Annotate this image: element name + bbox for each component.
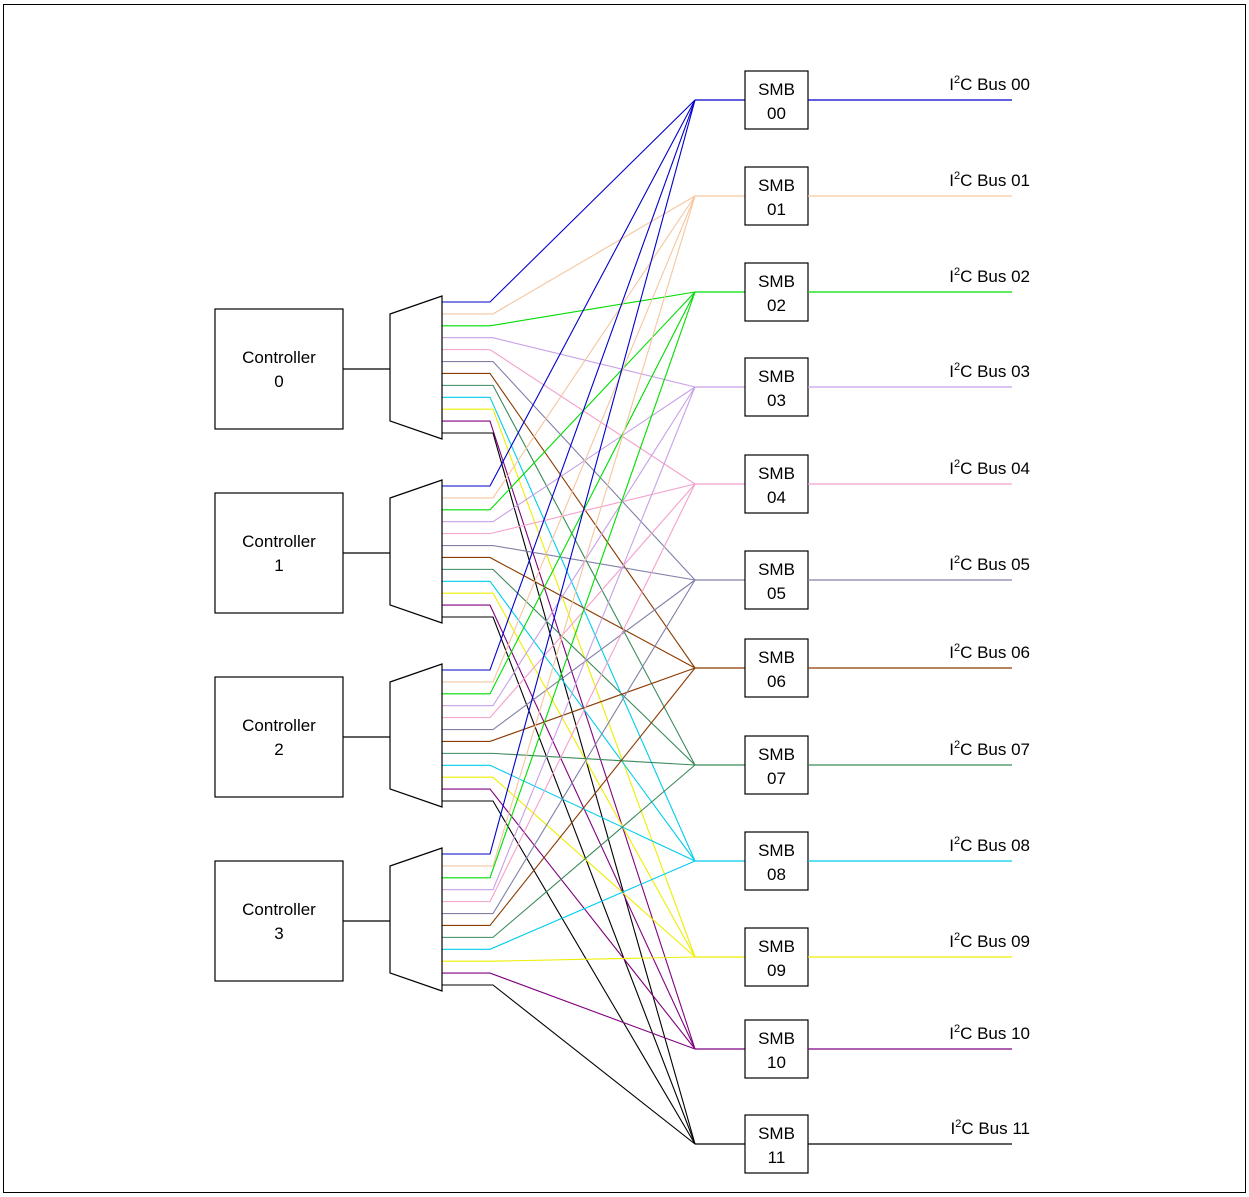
smb-label-line2: 03 — [767, 391, 786, 410]
bus-label-10: I2C Bus 10 — [949, 1023, 1030, 1043]
bus-label-02: I2C Bus 02 — [949, 266, 1030, 286]
smb-label-line1: SMB — [758, 367, 795, 386]
wire-c3-smb7 — [442, 765, 695, 937]
wire-c3-smb2 — [442, 292, 695, 878]
smb-label-line2: 06 — [767, 672, 786, 691]
smb-label-line1: SMB — [758, 648, 795, 667]
smb-08: SMB 08 — [695, 832, 808, 890]
smb-09: SMB 09 — [695, 928, 808, 986]
smb-label-line2: 08 — [767, 865, 786, 884]
bus-label-08: I2C Bus 08 — [949, 835, 1030, 855]
controller-box — [215, 677, 343, 797]
mux-2 — [390, 664, 442, 807]
smb-label-line1: SMB — [758, 80, 795, 99]
wire-c3-smb8 — [442, 861, 695, 949]
bus-label-04: I2C Bus 04 — [949, 458, 1030, 478]
wire-c0-smb1 — [442, 196, 695, 314]
wire-c2-smb1 — [442, 196, 695, 682]
smb-label-line1: SMB — [758, 176, 795, 195]
wire-c0-smb10 — [442, 421, 695, 1049]
smb-07: SMB 07 — [695, 736, 808, 794]
mux-1 — [390, 480, 442, 623]
controller-label-line1: Controller — [242, 716, 316, 735]
controller-layer: Controller0Controller1Controller2Control… — [215, 309, 390, 981]
smb-10: SMB 10 — [695, 1020, 808, 1078]
controller-box — [215, 309, 343, 429]
controller-1: Controller 1 — [215, 493, 390, 613]
smb-06: SMB 06 — [695, 639, 808, 697]
bus-label-01: I2C Bus 01 — [949, 170, 1030, 190]
controller-2: Controller 2 — [215, 677, 390, 797]
wire-c0-smb6 — [442, 373, 695, 668]
bus-label-05: I2C Bus 05 — [949, 554, 1030, 574]
bus-label-06: I2C Bus 06 — [949, 642, 1030, 662]
smb-label-line1: SMB — [758, 937, 795, 956]
controller-label-line1: Controller — [242, 348, 316, 367]
smb-label-line2: 04 — [767, 488, 786, 507]
controller-3: Controller 3 — [215, 861, 390, 981]
wire-c3-smb9 — [442, 957, 695, 961]
controller-label-line2: 0 — [274, 372, 283, 391]
bus-label-09: I2C Bus 09 — [949, 931, 1030, 951]
wire-layer — [442, 100, 695, 1144]
smb-label-line2: 10 — [767, 1053, 786, 1072]
controller-label-line2: 2 — [274, 740, 283, 759]
smb-layer: SMB00SMB01SMB02SMB03SMB04SMB05SMB06SMB07… — [695, 71, 808, 1173]
wire-c0-smb8 — [442, 397, 695, 861]
controller-box — [215, 493, 343, 613]
smb-05: SMB 05 — [695, 551, 808, 609]
smb-label-line2: 09 — [767, 961, 786, 980]
smb-00: SMB 00 — [695, 71, 808, 129]
wire-c1-smb0 — [442, 100, 695, 486]
smb-11: SMB 11 — [695, 1115, 808, 1173]
smb-label-line2: 01 — [767, 200, 786, 219]
smb-03: SMB 03 — [695, 358, 808, 416]
wire-c2-smb3 — [442, 387, 695, 706]
smb-label-line2: 00 — [767, 104, 786, 123]
controller-label-line2: 3 — [274, 924, 283, 943]
wire-c2-smb11 — [442, 801, 695, 1144]
wire-c0-smb9 — [442, 409, 695, 957]
bus-label-03: I2C Bus 03 — [949, 361, 1030, 381]
mux-0 — [390, 296, 442, 439]
smb-label-line1: SMB — [758, 841, 795, 860]
mux-3 — [390, 848, 442, 991]
wire-c1-smb7 — [442, 569, 695, 765]
wire-c2-smb4 — [442, 484, 695, 718]
smb-label-line2: 02 — [767, 296, 786, 315]
controller-box — [215, 861, 343, 981]
wire-c2-smb7 — [442, 753, 695, 765]
wire-c1-smb8 — [442, 581, 695, 861]
smb-label-line1: SMB — [758, 464, 795, 483]
smb-04: SMB 04 — [695, 455, 808, 513]
smb-label-line1: SMB — [758, 272, 795, 291]
wire-c3-smb5 — [442, 580, 695, 914]
bus-label-00: I2C Bus 00 — [949, 74, 1030, 94]
bus-label-layer: I2C Bus 00 I2C Bus 01 I2C Bus 02 I2C Bus 03… — [808, 74, 1030, 1144]
smb-02: SMB 02 — [695, 263, 808, 321]
wire-c0-smb4 — [442, 350, 695, 484]
smb-label-line2: 11 — [768, 1148, 786, 1167]
smb-label-line1: SMB — [758, 745, 795, 764]
bus-label-11: I2C Bus 11 — [950, 1118, 1030, 1138]
smb-label-line1: SMB — [758, 560, 795, 579]
wire-c2-smb6 — [442, 668, 695, 741]
smb-label-line2: 05 — [767, 584, 786, 603]
smb-label-line2: 07 — [767, 769, 786, 788]
wire-c0-smb3 — [442, 338, 695, 387]
smb-label-line1: SMB — [758, 1029, 795, 1048]
smb-01: SMB 01 — [695, 167, 808, 225]
smb-label-line1: SMB — [758, 1124, 795, 1143]
mux-layer — [390, 296, 442, 991]
controller-label-line1: Controller — [242, 900, 316, 919]
wire-c0-smb0 — [442, 100, 695, 302]
controller-0: Controller 0 — [215, 309, 390, 429]
controller-label-line1: Controller — [242, 532, 316, 551]
wire-c1-smb11 — [442, 617, 695, 1144]
bus-label-07: I2C Bus 07 — [949, 739, 1030, 759]
controller-label-line2: 1 — [274, 556, 283, 575]
